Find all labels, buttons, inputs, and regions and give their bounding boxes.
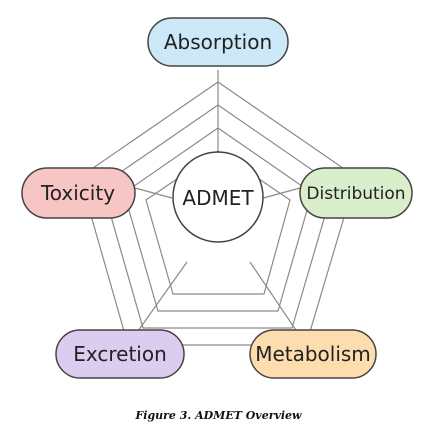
node-metabolism: Metabolism bbox=[249, 329, 377, 379]
node-toxicity-label: Toxicity bbox=[40, 181, 115, 205]
node-distribution-label: Distribution bbox=[306, 184, 405, 204]
figure-caption: Figure 3. ADMET Overview bbox=[135, 409, 302, 422]
node-excretion: Excretion bbox=[55, 329, 185, 379]
node-distribution-pill bbox=[299, 167, 413, 219]
spoke-toxicity bbox=[134, 187, 173, 199]
node-absorption-pill bbox=[147, 17, 289, 67]
center-label: ADMET bbox=[182, 186, 254, 210]
web-ring-3 bbox=[123, 127, 313, 312]
node-distribution: Distribution bbox=[299, 167, 413, 219]
node-toxicity: Toxicity bbox=[21, 167, 136, 219]
web-ring-outer bbox=[79, 81, 357, 346]
web-ring-4 bbox=[145, 150, 291, 295]
node-toxicity-pill bbox=[21, 167, 136, 219]
node-absorption-label: Absorption bbox=[164, 30, 272, 54]
node-excretion-pill bbox=[55, 329, 185, 379]
center-node: ADMET bbox=[172, 151, 264, 243]
node-excretion-label: Excretion bbox=[73, 342, 167, 366]
node-metabolism-label: Metabolism bbox=[255, 342, 371, 366]
node-metabolism-pill bbox=[249, 329, 377, 379]
node-absorption: Absorption bbox=[147, 17, 289, 67]
